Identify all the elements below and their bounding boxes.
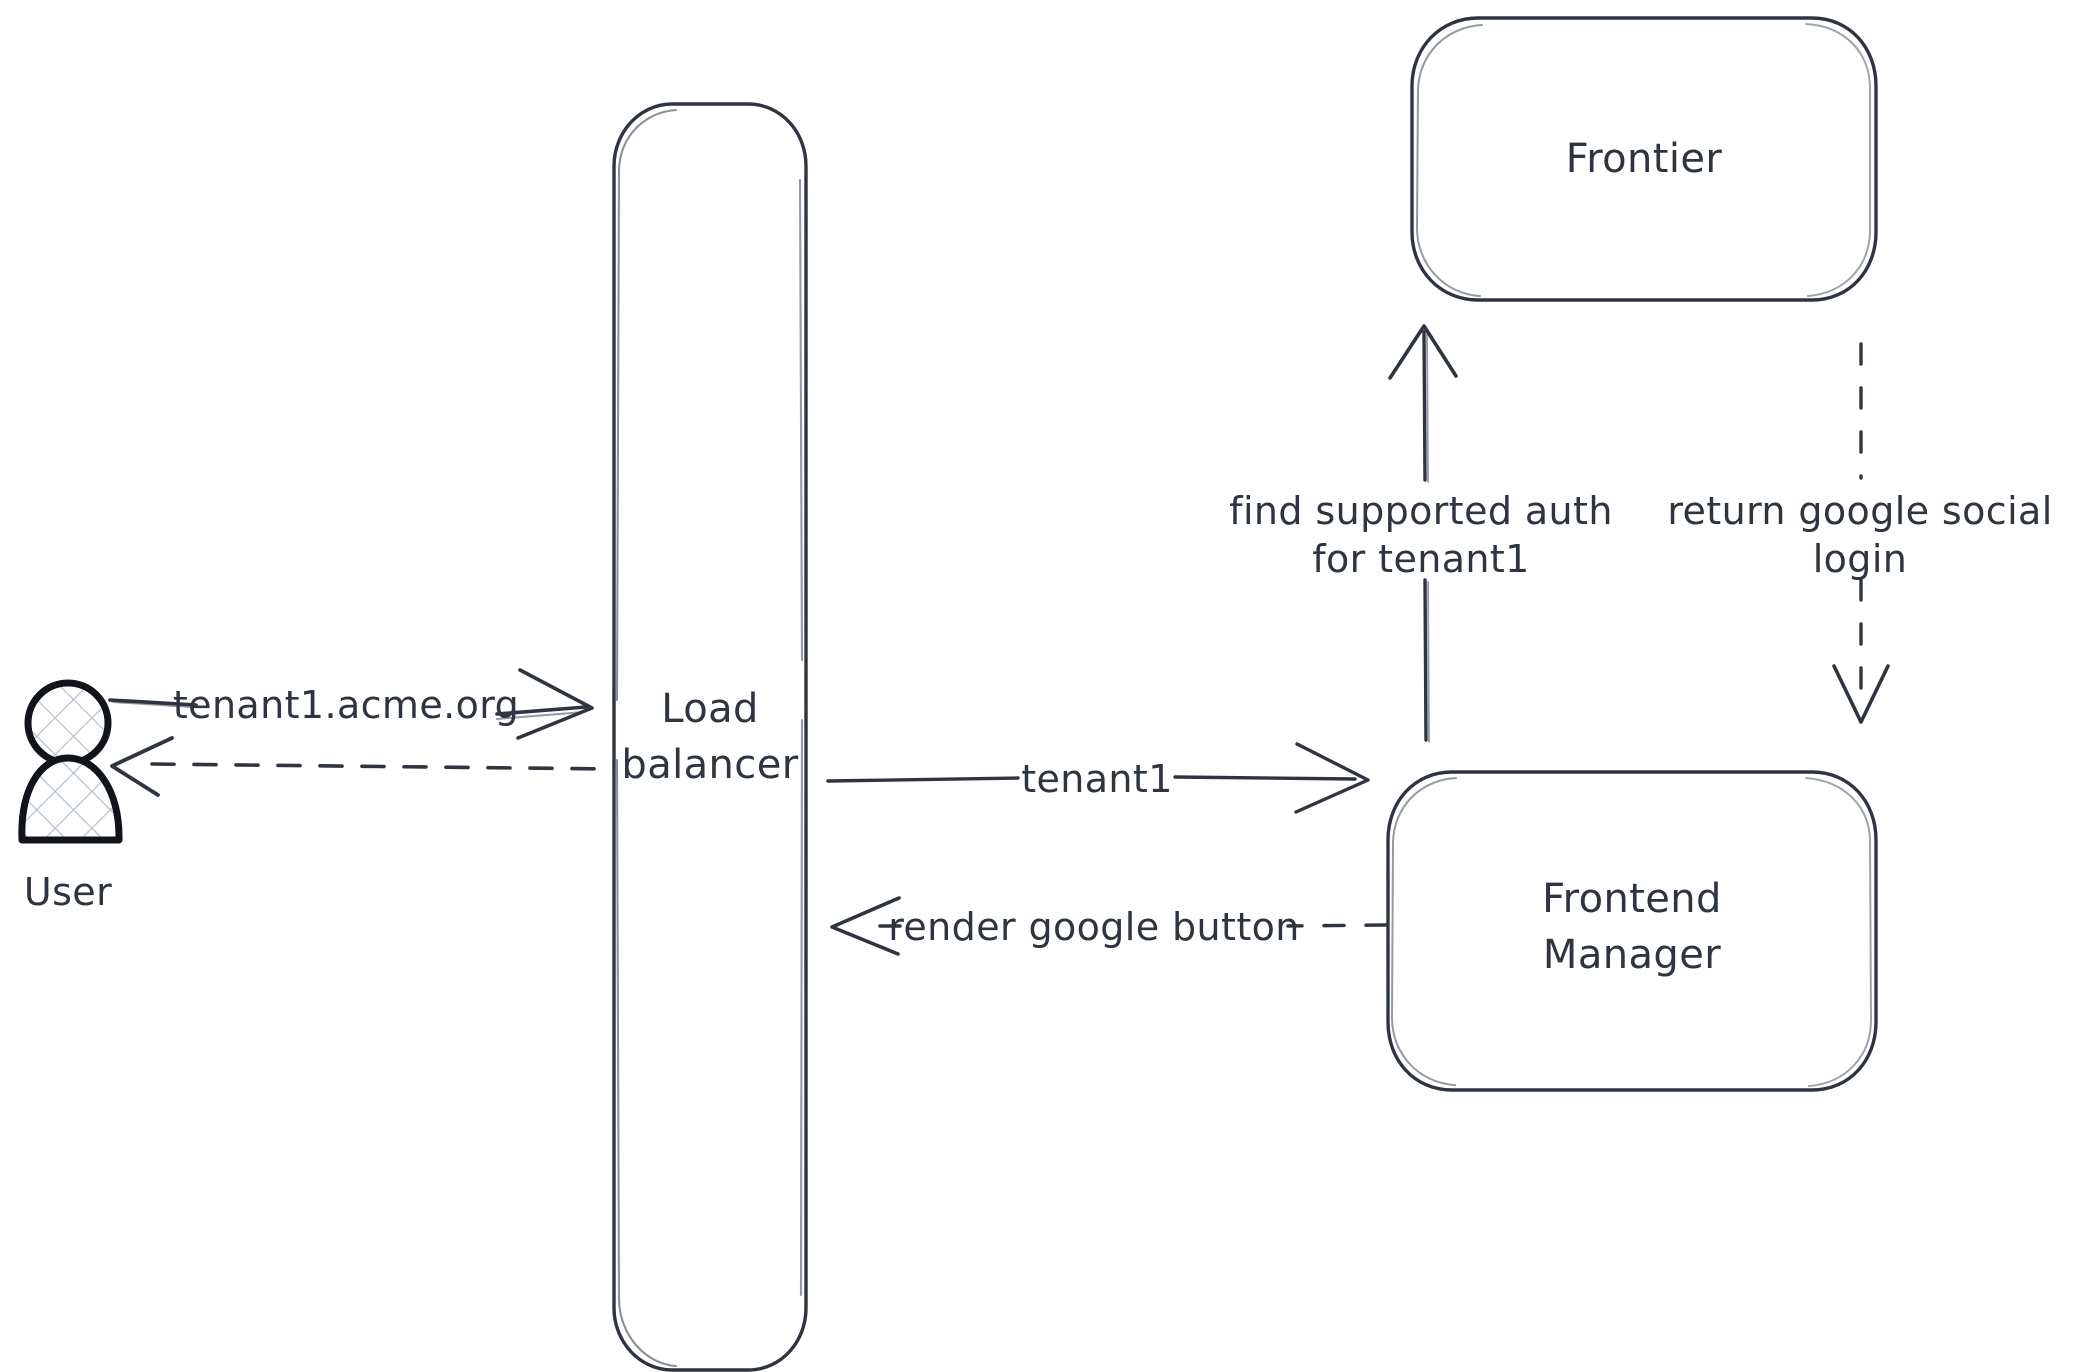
edge-label-user-to-lb: tenant1.acme.org [173,683,519,727]
node-frontier-label: Frontier [1566,136,1723,182]
edge-label-fm-to-frontier-line2: for tenant1 [1312,537,1530,581]
edge-fm-to-frontier [1388,324,1458,743]
edge-user-to-lb [108,668,594,740]
edge-frontier-to-fm [1832,342,1890,724]
edge-lb-to-fm [826,742,1370,814]
edge-label-fm-to-frontier-line1: find supported auth [1229,489,1613,533]
edge-label-frontier-to-fm-line1: return google social [1667,489,2052,533]
node-frontier[interactable] [1410,16,1878,302]
edge-label-fm-to-lb: render google button [888,905,1300,949]
edge-lb-to-user [110,736,614,797]
node-load-balancer[interactable] [612,102,808,1372]
person-icon [18,679,123,844]
edge-label-frontier-to-fm-line2: login [1813,537,1908,581]
edge-label-lb-to-fm: tenant1 [1021,757,1173,801]
node-frontend-manager[interactable] [1386,770,1878,1092]
node-load-balancer-label-line2: balancer [621,742,798,788]
edge-fm-to-lb [830,896,1388,956]
node-load-balancer-label-line1: Load [661,686,759,732]
actor-user-label: User [24,870,112,914]
node-frontend-manager-label-line2: Manager [1543,932,1721,978]
node-frontend-manager-label-line1: Frontend [1542,876,1722,922]
